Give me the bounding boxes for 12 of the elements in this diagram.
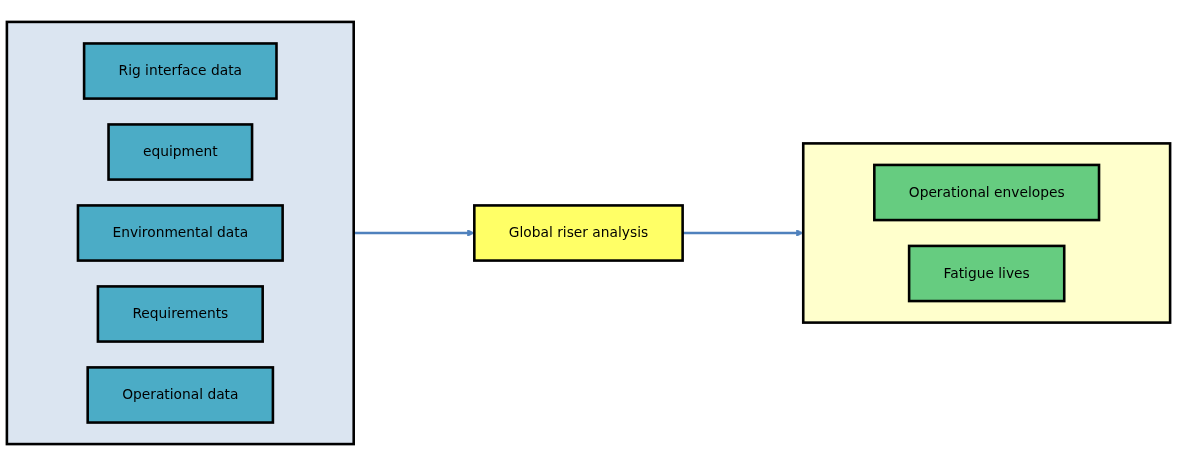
- cluster: [801, 142, 1172, 324]
- node-box: Operational data: [86, 366, 275, 424]
- node-box: Fatigue lives: [907, 244, 1066, 303]
- node-box: equipment: [107, 123, 254, 181]
- node-box: Operational envelopes: [873, 163, 1101, 222]
- node-box: Rig interface data: [82, 42, 278, 100]
- node-box: Global riser analysis: [473, 204, 684, 262]
- node-box: Requirements: [96, 285, 264, 343]
- cluster: [5, 20, 355, 446]
- arrow: [353, 229, 475, 237]
- node-box: Environmental data: [76, 204, 284, 262]
- arrow: [682, 229, 804, 237]
